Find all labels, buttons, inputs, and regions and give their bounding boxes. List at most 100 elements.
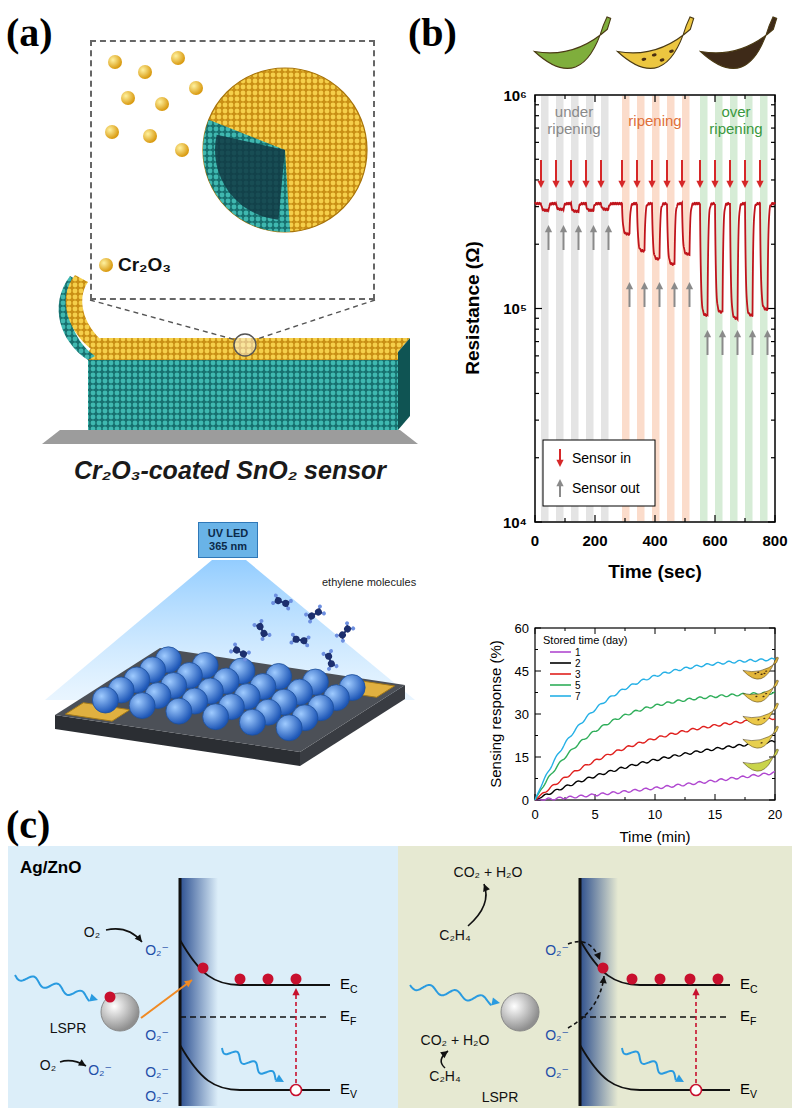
banana-spot [763, 673, 765, 675]
species-label: CO₂ + H₂O [421, 1032, 490, 1048]
tick-mark [771, 372, 775, 373]
hydrogen-atom [259, 618, 264, 623]
arrow-head [545, 225, 552, 232]
band-letter: E [740, 1007, 750, 1024]
axis-title: Sensing response (%) [487, 640, 504, 788]
arrow-shaft [570, 160, 572, 183]
arrow-head [719, 330, 726, 337]
tick-mark [594, 515, 595, 522]
ion-label: O₂⁻ [545, 942, 569, 958]
exposure-stripe [700, 96, 708, 521]
sensing-sphere [203, 704, 229, 730]
tick-mark [775, 794, 776, 800]
tick-mark [564, 518, 565, 522]
tick-mark [654, 515, 655, 522]
hydrogen-atom [228, 649, 233, 654]
stage-label: under ripening [538, 103, 610, 137]
sensing-sphere [276, 715, 302, 741]
ethylene-molecule [334, 620, 356, 643]
arrow-head [275, 1075, 284, 1082]
ion-label: O₂⁻ [545, 1064, 569, 1080]
excitation-arrow [695, 994, 697, 1083]
legend-entry: Sensor in [572, 450, 631, 466]
electron [713, 974, 724, 985]
arrow-shaft [600, 160, 602, 183]
arrow-head [594, 952, 601, 960]
tick-mark [535, 179, 539, 180]
tick-label: 30 [515, 707, 529, 722]
banana-spot [669, 49, 674, 53]
tick-mark [535, 355, 539, 356]
sensing-sphere [239, 709, 265, 735]
banana [742, 749, 781, 773]
carbon-atom [343, 624, 353, 634]
tick-mark [772, 778, 775, 779]
tick-mark [771, 244, 775, 245]
arrow-head [648, 181, 655, 188]
hole [291, 1085, 302, 1096]
tick-mark [714, 95, 715, 102]
tick-label: 10 [648, 807, 662, 822]
tick-mark [771, 142, 775, 143]
legend-line [550, 673, 571, 675]
arrow-shaft [644, 287, 646, 307]
carbon-atom [292, 635, 300, 643]
legend-entry: Sensor out [572, 480, 640, 496]
tick-mark [768, 521, 775, 522]
band-label: EV [740, 1080, 757, 1100]
tick-mark [771, 341, 775, 342]
arrow-head [537, 181, 544, 188]
hydrogen-atom [340, 638, 346, 644]
arrow-shaft [699, 160, 701, 183]
tick-mark [771, 179, 775, 180]
arrow-head [678, 181, 685, 188]
arrow-shaft [548, 230, 550, 250]
tick-mark [535, 649, 538, 650]
material-label: Cr₂O₃ [118, 254, 171, 276]
tick-mark [654, 95, 655, 102]
banana [614, 16, 702, 75]
species-label: O₂ [84, 924, 100, 940]
arrow-shaft [629, 287, 631, 307]
response-curve [535, 718, 775, 800]
tick-label: 60 [515, 621, 529, 636]
arrow-shaft [585, 160, 587, 183]
tick-mark [535, 142, 539, 143]
plot-frame [535, 628, 775, 800]
band-letter: E [740, 975, 750, 992]
banana-spot [760, 742, 762, 744]
sphere-interior [215, 135, 285, 220]
carbon-atom [239, 649, 249, 659]
arrow-shaft [651, 160, 653, 183]
legend-line [550, 695, 571, 697]
carbon-atom [324, 652, 333, 661]
sno2-cutaway [203, 120, 290, 232]
tick-mark [535, 244, 539, 245]
tick-mark [685, 797, 686, 800]
ethylene-molecule [252, 618, 272, 641]
ethylene-molecule [289, 632, 311, 647]
chip-top [55, 648, 405, 752]
legend-particle [99, 258, 113, 272]
ion-label: O₂⁻ [145, 1064, 169, 1080]
tick-mark [535, 206, 539, 207]
tick-mark [535, 159, 539, 160]
legend-entry: 1 [575, 647, 581, 658]
tick-mark [715, 628, 716, 634]
species-label: C₂H₄ [429, 1068, 460, 1084]
tick-label: 10⁵ [503, 300, 527, 317]
led-box: UV LED 365 nm [198, 522, 258, 558]
tick-mark [685, 628, 686, 631]
tick-mark [769, 628, 775, 629]
hydrogen-atom [321, 611, 326, 616]
band-subscript: V [350, 1088, 357, 1100]
band-label: EC [740, 975, 758, 995]
ethylene-molecule [321, 649, 339, 672]
legend-entry: 5 [575, 680, 581, 691]
tick-mark [772, 649, 775, 650]
tick-mark [771, 115, 775, 116]
ag-nanoparticle [501, 993, 539, 1031]
carbon-atom [327, 659, 336, 668]
